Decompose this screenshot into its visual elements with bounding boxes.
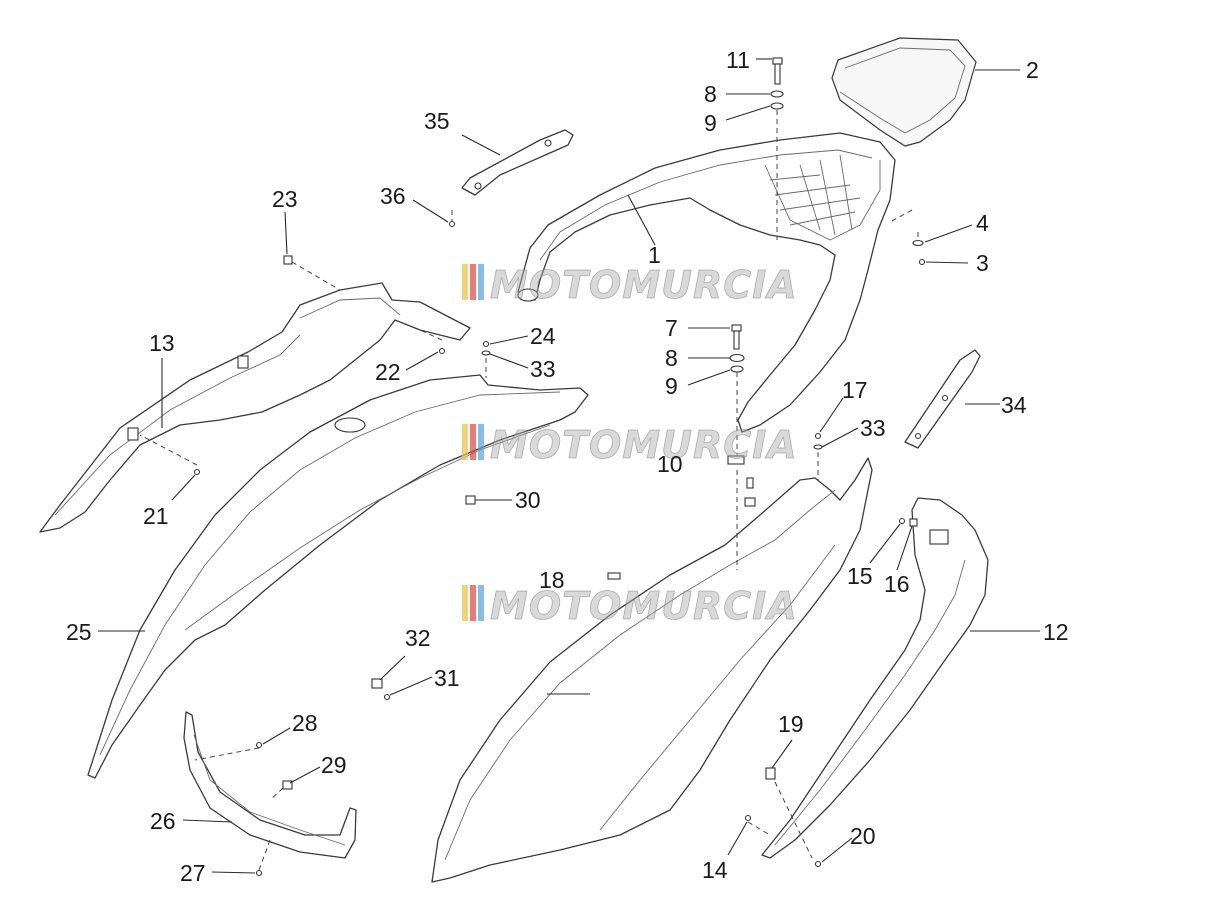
callout-3: 3 — [976, 250, 989, 276]
watermark-top: MOTOMURCIA — [462, 263, 798, 307]
callout-8: 8 — [704, 81, 717, 107]
watermark-stripe-yellow — [462, 585, 468, 621]
callout-20: 20 — [850, 823, 876, 849]
callout-8b: 8 — [665, 345, 678, 371]
callout-27: 27 — [180, 860, 206, 886]
callout-32: 32 — [405, 625, 431, 651]
callout-9b: 9 — [665, 373, 678, 399]
callout-36: 36 — [380, 183, 406, 209]
callout-29: 29 — [321, 752, 347, 778]
callout-26: 26 — [150, 808, 176, 834]
watermark-stripe-red — [470, 585, 476, 621]
callout-33b: 33 — [860, 415, 886, 441]
callout-25: 25 — [66, 619, 92, 645]
callout-11: 11 — [726, 47, 750, 73]
watermark-stripe-blue — [478, 264, 484, 300]
part-12-right-rear-panel — [761, 497, 989, 859]
watermark-stripe-yellow — [462, 424, 468, 460]
callout-1: 1 — [648, 242, 661, 268]
callout-28: 28 — [292, 710, 318, 736]
callout-4: 4 — [976, 210, 989, 236]
callout-14: 14 — [702, 857, 728, 883]
part-26-lower-trim — [183, 711, 357, 859]
callout-7: 7 — [665, 315, 678, 341]
callout-16: 16 — [884, 571, 910, 597]
callout-24: 24 — [530, 323, 556, 349]
callout-17: 17 — [842, 377, 868, 403]
callout-15: 15 — [847, 563, 873, 589]
watermark-stripe-yellow — [462, 264, 468, 300]
watermark-text: MOTOMURCIA — [490, 263, 798, 307]
callout-labels: 11 2 8 9 35 36 23 1 4 3 13 22 24 33 7 8 … — [66, 47, 1069, 886]
part-1-grab-handle — [517, 132, 896, 433]
part-13-left-side-panel — [39, 282, 471, 533]
part-6-right-fairing — [431, 457, 873, 883]
part-34-trim-strip — [904, 349, 981, 449]
callout-12: 12 — [1043, 619, 1069, 645]
callout-9: 9 — [704, 110, 717, 136]
callout-19: 19 — [778, 711, 804, 737]
part-2-seat-pad — [831, 37, 977, 147]
callout-18: 18 — [539, 567, 565, 593]
hardware-fasteners — [193, 57, 926, 877]
callout-31: 31 — [434, 665, 460, 691]
callout-21: 21 — [143, 503, 169, 529]
watermark-text: MOTOMURCIA — [490, 584, 798, 628]
part-35-trim-strip — [461, 129, 574, 196]
callout-2: 2 — [1026, 57, 1039, 83]
watermark-stripe-blue — [478, 585, 484, 621]
watermark-stripe-red — [470, 264, 476, 300]
watermark-stripe-blue — [478, 424, 484, 460]
callout-13: 13 — [149, 330, 175, 356]
callout-35: 35 — [424, 108, 450, 134]
watermark-stripe-red — [470, 424, 476, 460]
callout-30: 30 — [515, 487, 541, 513]
callout-10: 10 — [657, 451, 683, 477]
watermark-text: MOTOMURCIA — [490, 423, 798, 467]
callout-34: 34 — [1001, 392, 1027, 418]
callout-23: 23 — [272, 186, 298, 212]
assembly-dashed-lines — [139, 110, 919, 871]
leader-lines — [98, 58, 1040, 874]
watermark-middle: MOTOMURCIA — [462, 423, 798, 467]
callout-22: 22 — [375, 359, 401, 385]
watermark-bottom: MOTOMURCIA — [462, 584, 798, 628]
callout-33a: 33 — [530, 356, 556, 382]
